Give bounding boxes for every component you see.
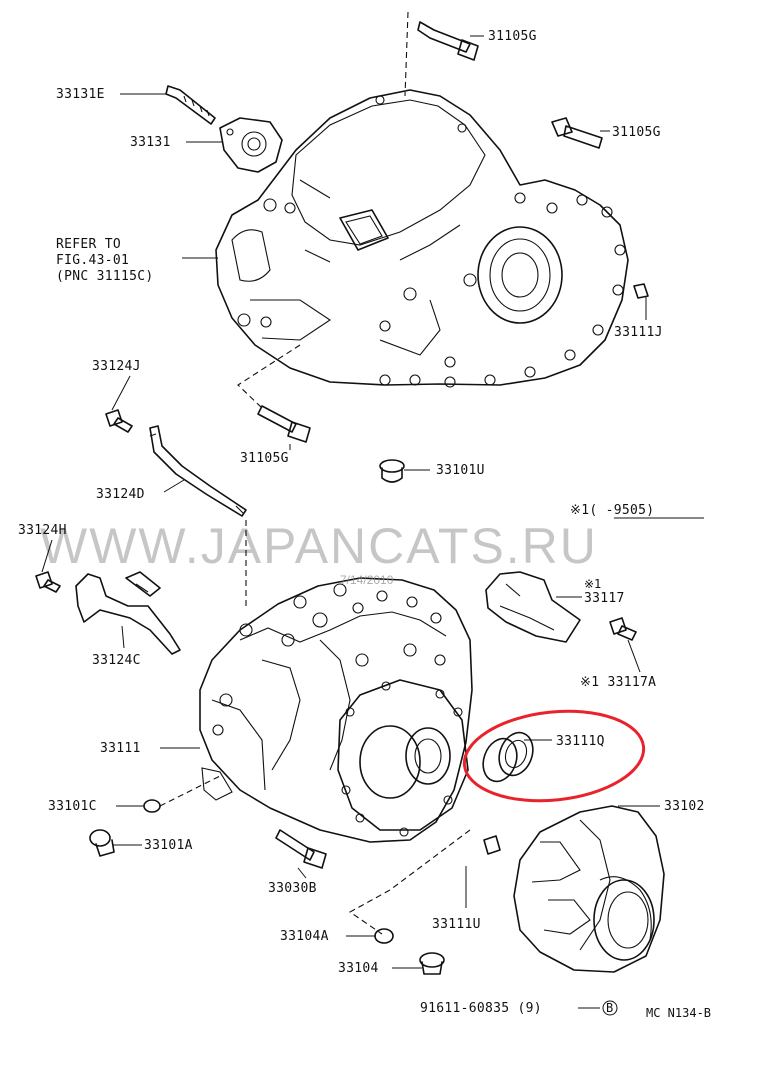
label-refer-line2: FIG.43-01 xyxy=(56,253,129,268)
label-33111j: 33111J xyxy=(614,325,663,340)
label-33124d: 33124D xyxy=(96,487,145,502)
label-33101a: 33101A xyxy=(144,838,193,853)
leader-lines xyxy=(41,35,660,1009)
label-33117a: ※1 33117A xyxy=(580,675,656,690)
label-33124c: 33124C xyxy=(92,653,141,668)
label-33117-mark: ※1 xyxy=(584,577,601,591)
bracket-33124d xyxy=(149,425,247,517)
pin-33111j xyxy=(633,283,649,299)
dashed-leader-lower xyxy=(348,829,471,935)
plug-33101a xyxy=(89,829,115,857)
watermark: WWW.JAPANCATS.RU xyxy=(40,518,598,574)
watermark-date: 7/14/2010 xyxy=(340,573,394,587)
label-33101u: 33101U xyxy=(436,463,485,478)
label-33111u: 33111U xyxy=(432,917,481,932)
bracket-33124c xyxy=(75,571,181,655)
gasket-33101c xyxy=(143,799,161,813)
extension-housing-33102 xyxy=(513,805,665,973)
highlight-ring xyxy=(462,709,646,803)
label-33111: 33111 xyxy=(100,741,141,756)
bolt-31105g-right xyxy=(551,117,603,149)
dashed-leader-33101c xyxy=(159,775,221,807)
oil-seal-33111q xyxy=(482,731,534,783)
label-33124h: 33124H xyxy=(18,523,67,538)
label-33131: 33131 xyxy=(130,135,171,150)
label-33111q: 33111Q xyxy=(556,734,605,749)
bolt-31105g-top xyxy=(417,21,484,61)
bolt-31105g-mid xyxy=(257,405,311,443)
part-labels: 31105G 33131E 33131 31105G REFER TO FIG.… xyxy=(18,29,711,1020)
label-33102: 33102 xyxy=(664,799,705,814)
label-31105g-mid: 31105G xyxy=(240,451,289,466)
circle-b-badge xyxy=(602,1000,618,1016)
dashed-leader-mid xyxy=(237,344,301,409)
pin-33111u xyxy=(483,835,501,855)
washer-33104a xyxy=(374,928,394,944)
label-91611: 91611-60835 (9) xyxy=(420,1001,542,1016)
label-33030b: 33030B xyxy=(268,881,317,896)
lower-transmission-case xyxy=(199,577,473,843)
label-33117: 33117 xyxy=(584,591,625,606)
bolt-33117a xyxy=(609,617,637,641)
plug-33104 xyxy=(419,952,445,975)
label-applicability: ※1( -9505) xyxy=(570,503,654,518)
upper-transmission-housing xyxy=(215,89,629,388)
label-diagram-code: MC N134-B xyxy=(646,1006,711,1020)
label-circle-b: B xyxy=(606,1001,613,1015)
dashed-leader-top xyxy=(404,11,409,97)
plug-33101u xyxy=(379,459,405,483)
label-31105g-top: 31105G xyxy=(488,29,537,44)
label-33101c: 33101C xyxy=(48,799,97,814)
bracket-33131 xyxy=(219,117,283,173)
label-refer-line1: REFER TO xyxy=(56,237,121,252)
label-33131e: 33131E xyxy=(56,87,105,102)
cover-33117 xyxy=(485,571,581,643)
bolt-33124h xyxy=(35,571,61,593)
bolt-33131e xyxy=(165,85,216,125)
label-refer-line3: (PNC 31115C) xyxy=(56,269,154,284)
bolt-33030b xyxy=(275,829,327,869)
label-33104: 33104 xyxy=(338,961,379,976)
label-31105g-right: 31105G xyxy=(612,125,661,140)
label-33124j: 33124J xyxy=(92,359,141,374)
bolt-33124j xyxy=(105,409,133,433)
label-33104a: 33104A xyxy=(280,929,329,944)
